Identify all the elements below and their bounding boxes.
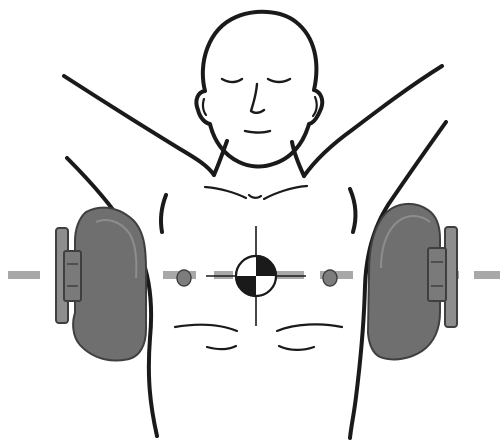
left-pad-grip [64, 251, 81, 301]
left-nipple [177, 270, 191, 286]
right-pad-grip [428, 248, 446, 301]
left-pad-body [73, 208, 146, 361]
right-nipple [323, 270, 337, 286]
